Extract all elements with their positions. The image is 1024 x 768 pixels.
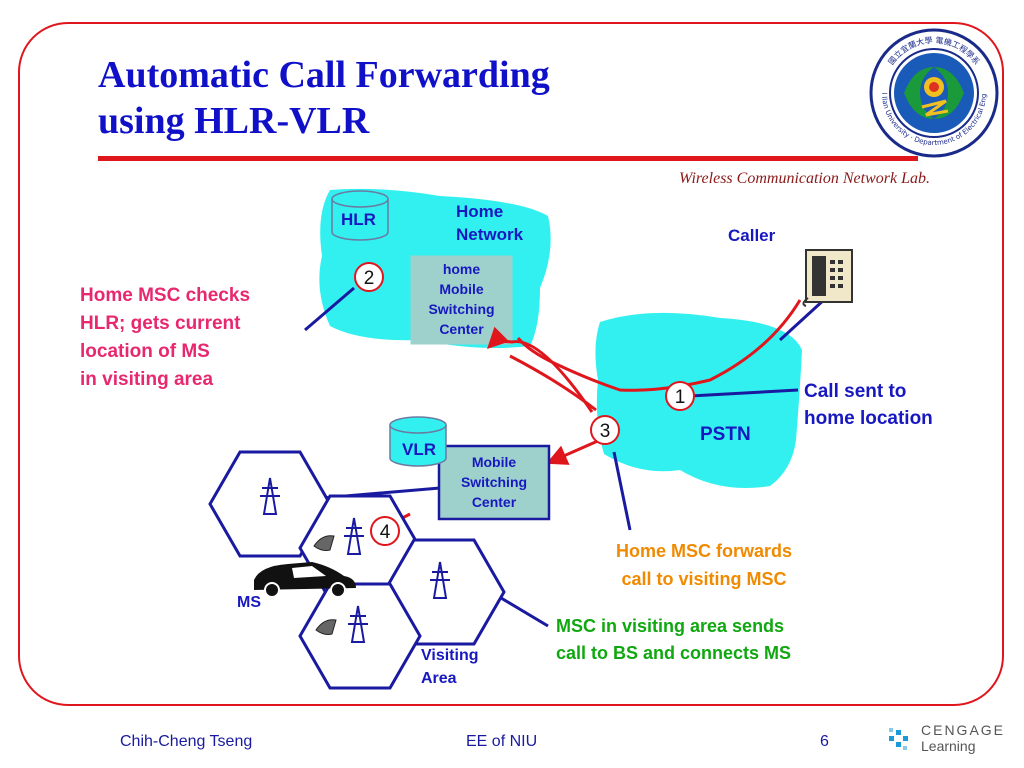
step2-annotation-line-3: location of MS (80, 341, 210, 362)
ms-label: MS (237, 594, 261, 611)
slide-frame (18, 22, 1004, 706)
base-station-icon-2 (344, 517, 364, 555)
step-4-circle (370, 516, 400, 546)
step2-annotation-line-2: HLR; gets current (80, 313, 241, 334)
step4-annotation-line-1: MSC in visiting area sends (556, 616, 785, 636)
step-4-label: 4 (380, 522, 391, 543)
step2-annotation-line-4: in visiting area (80, 369, 214, 390)
step4-annotation-line-2: call to BS and connects MS (556, 643, 792, 663)
step4-annotation: MSC in visiting area sends call to BS an… (556, 613, 791, 667)
visiting-msc-line-2: Switching (460, 474, 528, 490)
home-msc-label: home Mobile Switching Center (411, 259, 512, 339)
step1-annotation-line-2: home location (804, 408, 933, 429)
step2-pointer-line (304, 286, 355, 332)
mobile-phone-icon-2 (315, 619, 337, 635)
title-underline (98, 156, 918, 161)
lab-name: Wireless Communication Network Lab. (679, 170, 930, 187)
step3-annotation-line-2: call to visiting MSC (621, 569, 787, 589)
step-2-circle (354, 262, 384, 292)
telephone-icon (802, 249, 853, 307)
step3-pointer-line (612, 451, 632, 531)
base-station-icon-1 (260, 477, 280, 515)
step3-annotation: Home MSC forwards call to visiting MSC (584, 537, 824, 593)
pstn-label: PSTN (700, 424, 751, 445)
title-line-2: using HLR-VLR (98, 100, 370, 142)
footer-dept: EE of NIU (466, 733, 538, 750)
hlr-database (331, 190, 389, 241)
visiting-area-line-1: Visiting (421, 647, 479, 664)
visiting-msc-line-1: Mobile (471, 454, 517, 470)
home-msc-line-2: Mobile (439, 281, 484, 297)
home-msc-line-3: Switching (428, 301, 495, 317)
step-3-label: 3 (600, 421, 611, 442)
base-station-icon-3 (430, 561, 450, 599)
step-2-label: 2 (364, 268, 375, 289)
visiting-msc-label: Mobile Switching Center (439, 452, 549, 512)
caller-line (778, 296, 828, 342)
home-network-label: Home Network (456, 200, 523, 246)
vlr-label: VLR (402, 440, 436, 459)
step2-annotation-line-1: Home MSC checks (80, 285, 251, 306)
hlr-label: HLR (341, 210, 376, 229)
step2-annotation: Home MSC checks HLR; gets current locati… (80, 282, 250, 394)
mobile-phone-icon-1 (313, 535, 335, 551)
visiting-area-label: Visiting Area (421, 644, 479, 690)
footer-page-number: 6 (820, 733, 829, 750)
home-network-line-2: Network (456, 225, 524, 244)
footer-author: Chih-Cheng Tseng (120, 733, 253, 750)
step-circles (354, 262, 695, 546)
step-3-circle (590, 415, 620, 445)
visiting-area-line-2: Area (421, 670, 457, 687)
step1-pointer-line (689, 388, 799, 398)
home-msc-line-1: home (442, 261, 481, 277)
step1-annotation: Call sent to home location (804, 378, 933, 432)
visiting-msc-line-3: Center (471, 494, 517, 510)
call-to-home-msc-arrow (487, 326, 594, 413)
visiting-msc-box (437, 444, 551, 521)
vlr-database (389, 416, 447, 467)
step1-annotation-line-1: Call sent to (804, 381, 907, 402)
cell-hex-1 (208, 450, 332, 558)
pstn-cloud (595, 312, 802, 488)
slide-title: Automatic Call Forwarding using HLR-VLR (98, 52, 550, 144)
caller-label: Caller (728, 226, 776, 245)
home-msc-line-4: Center (439, 321, 484, 337)
step3-annotation-line-1: Home MSC forwards (615, 541, 793, 561)
cengage-brand-top: CENGAGE (921, 722, 1006, 738)
home-msc-return-line (509, 354, 597, 412)
cengage-brand-bottom: Learning (921, 738, 976, 754)
cengage-mark-icon (889, 728, 908, 750)
car-ms-icon (254, 562, 356, 598)
university-logo: 國立宜蘭大學 電機工程學系 National Ilan University ·… (868, 27, 999, 158)
step-1-circle (665, 381, 695, 411)
cell-hex-4 (298, 582, 422, 690)
home-network-line-1: Home (456, 202, 504, 221)
step-1-label: 1 (675, 387, 686, 408)
title-line-1: Automatic Call Forwarding (98, 54, 550, 96)
forward-to-visiting-msc-arrow (546, 438, 601, 465)
base-station-icon-4 (348, 605, 368, 643)
